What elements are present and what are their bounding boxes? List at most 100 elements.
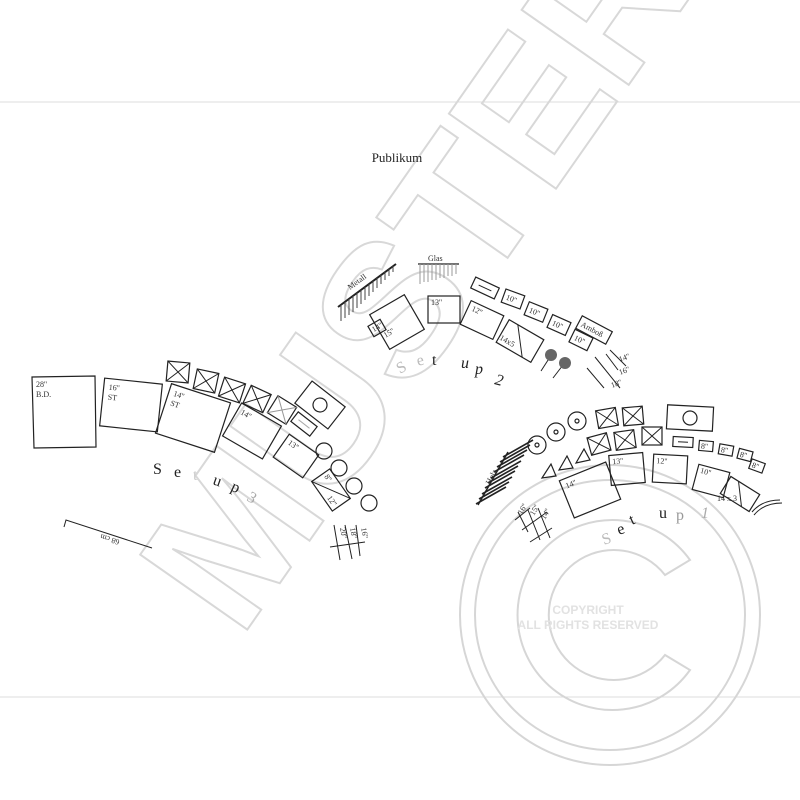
small-drum-diag-text: 8'' [322, 473, 334, 484]
toms-8-chain-g-rect [717, 443, 735, 457]
small-drum-diag-line [311, 481, 351, 499]
toms-10-chain-g-text: 10'' [505, 293, 519, 305]
cymbals-setup2: 14'' 16'' 18'' [586, 349, 631, 390]
block-row-1-g [586, 431, 612, 457]
setup-3-label-text: S [153, 461, 162, 478]
cowbells-dotted [527, 411, 587, 455]
block-row-1-g-rect [586, 431, 612, 457]
glass-chimes-g-path [419, 264, 457, 284]
block-row-1-g-path [641, 426, 663, 446]
block-row-1-g-rect [641, 426, 663, 446]
gong-arc [751, 499, 783, 516]
setup-3-label-text: t [193, 467, 198, 484]
glass-chimes-text: Glas [428, 254, 443, 263]
snare-14x3-rect [719, 475, 761, 513]
bass-drum-28: 28'' B.D. [31, 375, 97, 449]
toms-8-chain-g: 8'' [717, 443, 735, 457]
slapstick-rect [672, 435, 694, 449]
glass-chimes-g [419, 264, 457, 284]
block-row-1-g [641, 426, 663, 446]
triangles [540, 447, 591, 479]
small-drum-diag: 8'' 12'' [310, 468, 352, 512]
copyright-watermark: COPYRIGHT ALL RIGHTS RESERVED [459, 464, 761, 766]
drum-13: 13'' [608, 451, 646, 487]
tom-14-rect [221, 402, 283, 460]
wood-chimes-g [475, 439, 534, 505]
toms-10-chain-g-rect [500, 288, 526, 310]
wood-chimes: Holz [475, 439, 534, 506]
block-x-rect [217, 376, 247, 404]
snare-14x3-label: 14 x 3 [717, 494, 737, 503]
snare-14x3 [719, 475, 761, 513]
glass-chimes: Glas [418, 254, 459, 284]
floor-tom-16-text: 16'' [108, 383, 120, 393]
setup-2-label-text: 2 [493, 371, 505, 389]
cymbals-setup3-text: 16'' [359, 527, 370, 540]
block-row-1 [586, 405, 663, 457]
block-with-circle [665, 404, 715, 432]
slapstick-rect [290, 411, 318, 437]
block-with-circle-rect [293, 380, 347, 430]
toms-8-chain-g-text: 8'' [701, 442, 709, 452]
triangles-polygon [574, 447, 591, 464]
snare-14x5-text: 14x5 [498, 333, 516, 349]
dimension-68cm: 68 cm [63, 519, 153, 549]
setup-1-label-text: p [676, 507, 684, 524]
setup-1-label-text: S [600, 530, 614, 549]
small-drum-diag-rect [310, 468, 352, 512]
toms-8-chain-g-rect [736, 447, 754, 463]
setup-2-label-text: p [474, 361, 483, 378]
slapstick [290, 411, 318, 437]
cymbals-setup3-text: 20'' [338, 527, 349, 540]
cowbell-circles-circle [360, 494, 378, 512]
drum-12-text: 12'' [470, 304, 484, 317]
snare-14x5-line [517, 324, 523, 358]
toms-8-chain-g: 8'' [747, 458, 767, 474]
metal-chimes-g [340, 266, 394, 321]
floor-tom-14-rect [154, 382, 232, 454]
triangles-polygon [540, 462, 557, 479]
cymbals-setup3-path [329, 524, 366, 561]
drum-12-rect [651, 453, 689, 485]
slapstick-line [298, 419, 310, 429]
cowbell-circles-circle [315, 442, 333, 460]
mallets-circle [559, 357, 571, 369]
block-x [242, 384, 272, 414]
drum-10-rect [691, 463, 731, 499]
setup-1-label-text: u [659, 505, 667, 522]
drum-15-rect [368, 293, 426, 351]
toms-10-chain-g-text: 10'' [551, 318, 565, 331]
block-x [165, 360, 191, 384]
drum-12-text: 12'' [656, 456, 668, 466]
anvil-rect [574, 315, 614, 345]
slapstick [469, 276, 501, 300]
cowbell-circles-circle [330, 459, 348, 477]
block-x-path [267, 395, 297, 425]
block-with-circle-circle [682, 410, 698, 426]
metal-chimes-g-path [340, 266, 394, 321]
dimension-68cm-path [63, 519, 153, 549]
toms-10-chain-g-rect [568, 328, 594, 352]
toms-8-chain-g: 8'' [697, 439, 715, 453]
toms-8-chain-g-rect [697, 439, 715, 453]
toms-8-chain: 8'' 8'' 8'' 8'' [697, 439, 767, 474]
block-x-rect [165, 360, 191, 384]
copyright-watermark-circle [474, 479, 746, 751]
cowbells-dotted-circle [527, 435, 547, 455]
block-row-1-g [621, 405, 645, 427]
toms-10-chain: 10'' 10'' 10'' 10'' [500, 288, 594, 352]
drum-14-text: 14'' [564, 478, 578, 491]
floor-tom-14-text: 14'' [172, 389, 186, 401]
drum-10-text: 10'' [699, 466, 712, 478]
toms-8-chain-g-text: 8'' [751, 461, 761, 472]
drum-14: 14'' [558, 461, 622, 519]
block-x-path [192, 368, 220, 394]
slapstick [672, 435, 694, 449]
cowbells-dotted-circle [534, 442, 540, 448]
block-x [217, 376, 247, 404]
block-row-1-g-rect [621, 405, 645, 427]
drum-12: 12'' [651, 453, 689, 485]
block-x-path [242, 385, 272, 413]
